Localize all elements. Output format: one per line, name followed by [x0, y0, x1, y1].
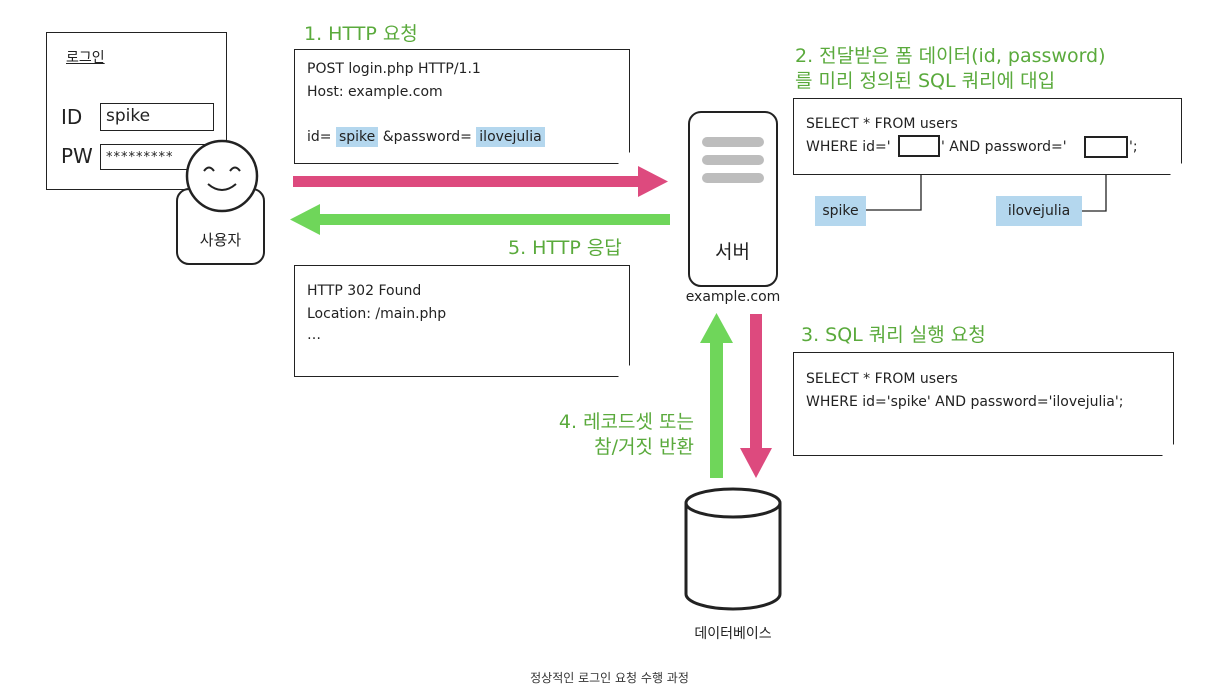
sql-where-mid: ' AND password=': [941, 139, 1067, 155]
server-host: example.com: [685, 289, 781, 305]
host-line: Host: example.com: [307, 84, 443, 100]
step5-title: 5. HTTP 응답: [508, 237, 622, 259]
step4-title-line1: 4. 레코드셋 또는: [558, 411, 694, 433]
http-request-box: POST login.php HTTP/1.1 Host: example.co…: [294, 49, 630, 164]
sql-where-post: ';: [1129, 139, 1138, 155]
pw-label: PW: [61, 144, 93, 168]
pw-token: ilovejulia: [996, 196, 1082, 226]
sql-where-pre: WHERE id=': [806, 139, 891, 155]
response-arrow: [290, 204, 670, 235]
user-face-icon: [185, 139, 259, 213]
body-id-value: spike: [336, 127, 378, 147]
id-field-value: spike: [106, 106, 151, 126]
user-figure: 사용자: [172, 138, 272, 270]
sql-query-line2: WHERE id='spike' AND password='ilovejuli…: [806, 394, 1124, 410]
step2-title-line2: 를 미리 정의된 SQL 쿼리에 대입: [795, 70, 1056, 92]
response-ellipsis: …: [307, 327, 321, 343]
id-label: ID: [61, 105, 83, 129]
id-token: spike: [815, 196, 866, 226]
step4-title-line2: 참/거짓 반환: [594, 436, 694, 458]
http-response-box: HTTP 302 Found Location: /main.php …: [294, 265, 630, 377]
body-pw-value: ilovejulia: [476, 127, 544, 147]
status-line: HTTP 302 Found: [307, 283, 422, 299]
password-field-value: *********: [106, 150, 174, 165]
server-icon: 서버: [688, 111, 778, 287]
id-field[interactable]: spike: [100, 103, 214, 131]
pw-placeholder: [1084, 136, 1128, 158]
sql-query-box: SELECT * FROM users WHERE id='spike' AND…: [793, 352, 1174, 456]
login-form-title: 로그인: [66, 50, 105, 66]
server-slot-2: [702, 155, 764, 165]
step3-title: 3. SQL 쿼리 실행 요청: [801, 324, 986, 346]
database-label: 데이터베이스: [694, 626, 772, 642]
body-id-key: id=: [307, 129, 332, 145]
diagram-caption: 정상적인 로그인 요청 수행 과정: [530, 671, 689, 685]
request-arrow: [293, 166, 668, 197]
id-placeholder: [898, 135, 940, 157]
step1-title: 1. HTTP 요청: [304, 23, 418, 45]
sql-query-line1: SELECT * FROM users: [806, 371, 958, 387]
database-icon: [684, 487, 782, 611]
request-body: id= spike &password= ilovejulia: [307, 126, 545, 149]
server-slot-1: [702, 137, 764, 147]
sql-template-line1: SELECT * FROM users: [806, 116, 958, 132]
step2-title-line1: 2. 전달받은 폼 데이터(id, password): [795, 45, 1106, 67]
server-slot-3: [702, 173, 764, 183]
body-pw-key: &password=: [382, 129, 472, 145]
server-label: 서버: [715, 241, 750, 263]
user-label: 사용자: [199, 231, 242, 249]
request-line: POST login.php HTTP/1.1: [307, 61, 481, 77]
query-arrow: [740, 314, 772, 478]
recordset-arrow: [700, 313, 733, 478]
location-line: Location: /main.php: [307, 306, 447, 322]
sql-template-box: SELECT * FROM users WHERE id=' ' AND pas…: [793, 98, 1182, 175]
